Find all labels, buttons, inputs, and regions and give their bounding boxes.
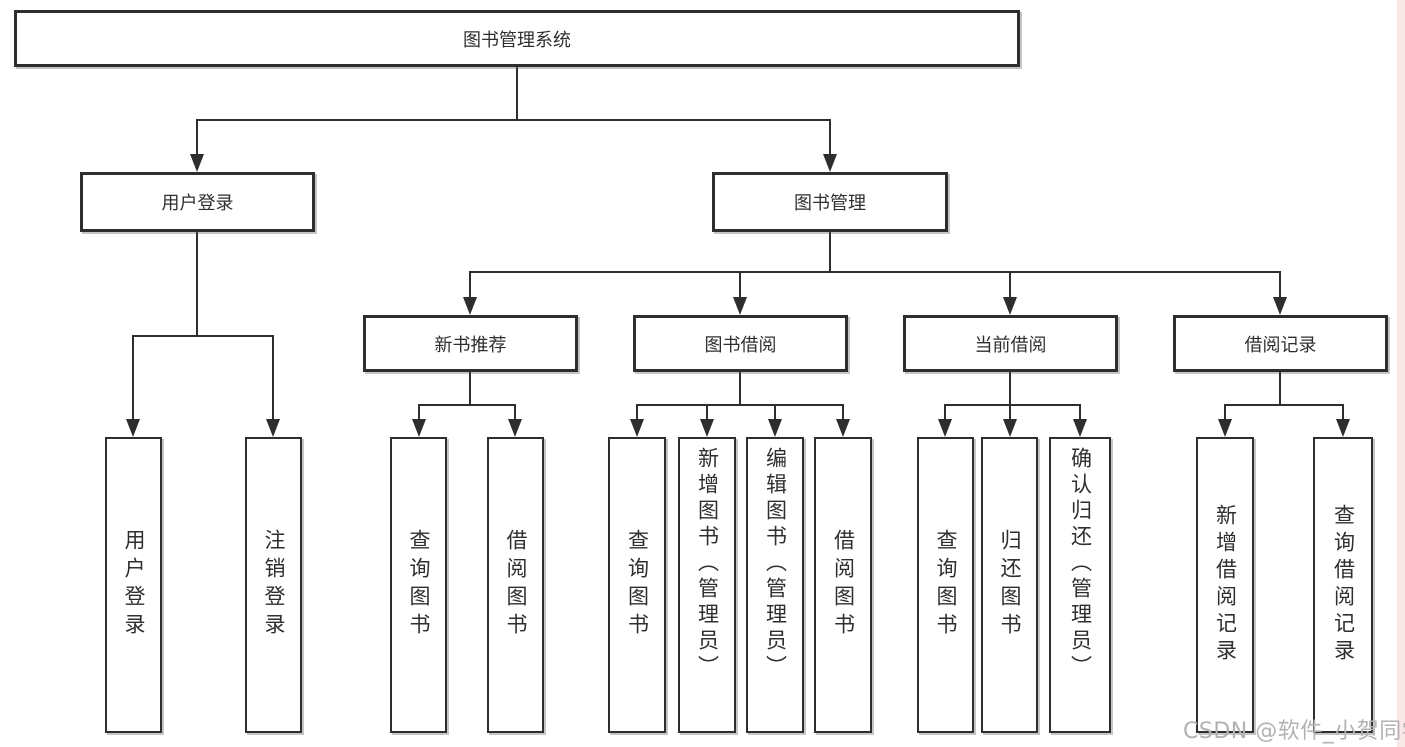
connector-shaft-br-add [706,404,708,419]
leaf-borrow-borrow-book: 借阅图书 [814,437,872,733]
leaf-borrow-borrow-book-label: 借阅图书 [831,529,856,641]
node-book-borrow: 图书借阅 [633,315,848,372]
arrowhead-logout [266,419,280,437]
leaf-user-login-label: 用户登录 [122,529,147,641]
leaf-borrow-query-book-label: 查询图书 [625,529,650,641]
node-borrow-records: 借阅记录 [1173,315,1388,372]
connector-bookmgmt-stem [829,232,831,272]
connector-shaft-re-query [1342,404,1344,419]
leaf-borrow-add-book-admin: 新增图书（管理员） [678,437,736,733]
arrowhead-user-login [126,419,140,437]
connector-login-stem [196,232,198,337]
connector-shaft-br-query [636,404,638,419]
leaf-logout-label: 注销登录 [262,529,287,641]
leaf-current-query-book-label: 查询图书 [934,529,959,641]
connector-shaft-login [196,119,198,155]
leaf-newbook-borrow-book: 借阅图书 [487,437,544,733]
connector-shaft-br-borrow [842,404,844,419]
arrowhead-re-query [1336,419,1350,437]
connector-shaft-nb-borrow [514,404,516,419]
arrowhead-login [190,154,204,172]
connector-records-hline [1224,404,1344,406]
node-new-book-recommend: 新书推荐 [363,315,578,372]
connector-shaft-cu-confirm [1079,404,1081,419]
arrowhead-br-add [700,419,714,437]
connector-records-stem [1279,372,1281,406]
leaf-current-query-book: 查询图书 [917,437,974,733]
connector-shaft-records [1279,271,1281,297]
arrowhead-current [1003,297,1017,315]
node-current-borrow: 当前借阅 [903,315,1118,372]
leaf-current-return-book: 归还图书 [981,437,1038,733]
leaf-newbook-query-book: 查询图书 [390,437,447,733]
connector-borrow-hline [636,404,844,406]
arrowhead-cu-return [1003,419,1017,437]
arrowhead-borrow [733,297,747,315]
connector-shaft-re-add [1224,404,1226,419]
connector-shaft-bookmgmt [829,119,831,155]
node-book-management: 图书管理 [712,172,948,232]
arrowhead-nb-borrow [508,419,522,437]
connector-shaft-br-edit [774,404,776,419]
leaf-records-query-record-label: 查询借阅记录 [1331,504,1356,666]
node-user-login-label: 用户登录 [161,193,234,214]
leaf-current-confirm-return-admin: 确认归还（管理员） [1049,437,1111,733]
arrowhead-cu-confirm [1073,419,1087,437]
connector-shaft-cu-query [944,404,946,419]
arrowhead-nb-query [412,419,426,437]
leaf-current-return-book-label: 归还图书 [998,529,1023,641]
connector-shaft-newbook [469,271,471,297]
connector-shaft-cu-return [1009,404,1011,419]
arrowhead-br-borrow [836,419,850,437]
connector-current-stem [1009,372,1011,406]
connector-newbook-stem [469,372,471,406]
connector-root-stem [516,67,518,121]
leaf-logout: 注销登录 [245,437,302,733]
node-borrow-records-label: 借阅记录 [1244,334,1317,356]
leaf-borrow-add-book-admin-label: 新增图书（管理员） [695,447,720,681]
connector-level2-hline [196,119,831,121]
leaf-current-confirm-return-admin-label: 确认归还（管理员） [1068,447,1093,681]
leaf-user-login: 用户登录 [105,437,162,733]
connector-shaft-borrow [739,271,741,297]
watermark-text: CSDN @软件_小贺同学 [1183,719,1405,744]
node-root-label: 图书管理系统 [463,29,571,51]
node-current-borrow-label: 当前借阅 [974,334,1047,356]
arrowhead-cu-query [938,419,952,437]
connector-shaft-logout [272,335,274,419]
leaf-newbook-query-book-label: 查询图书 [407,529,432,641]
leaf-borrow-edit-book-admin-label: 编辑图书（管理员） [763,447,788,681]
arrowhead-records [1273,297,1287,315]
right-edge-strip [1397,0,1405,747]
arrowhead-br-edit [768,419,782,437]
node-new-book-recommend-label: 新书推荐 [434,334,507,356]
node-book-management-label: 图书管理 [794,193,866,214]
leaf-borrow-edit-book-admin: 编辑图书（管理员） [746,437,804,733]
connector-borrow-stem [739,372,741,406]
leaf-records-add-record: 新增借阅记录 [1196,437,1254,733]
leaf-records-add-record-label: 新增借阅记录 [1213,504,1238,666]
node-root: 图书管理系统 [14,10,1020,67]
arrowhead-br-query [630,419,644,437]
connector-shaft-nb-query [418,404,420,419]
node-user-login: 用户登录 [80,172,315,232]
leaf-newbook-borrow-book-label: 借阅图书 [504,529,529,641]
arrowhead-newbook [463,297,477,315]
connector-shaft-user-login [132,335,134,419]
arrowhead-re-add [1218,419,1232,437]
leaf-borrow-query-book: 查询图书 [608,437,666,733]
node-book-borrow-label: 图书借阅 [704,334,777,356]
connector-login-hline [132,335,274,337]
connector-shaft-current [1009,271,1011,297]
leaf-records-query-record: 查询借阅记录 [1313,437,1373,733]
arrowhead-bookmgmt [823,154,837,172]
connector-newbook-hline [418,404,516,406]
connector-level3-hline [469,271,1281,273]
connector-current-hline [944,404,1081,406]
